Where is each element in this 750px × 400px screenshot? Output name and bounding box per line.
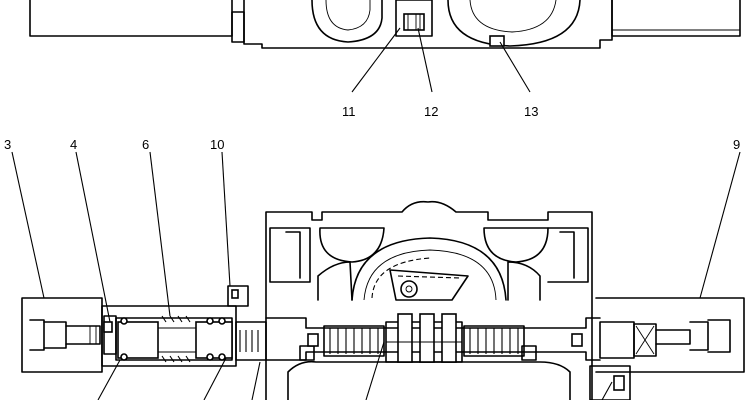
callout-4: 4 <box>70 137 77 152</box>
top-valve-view: 11 12 13 <box>29 0 741 119</box>
callout-11: 11 <box>342 104 356 119</box>
bottom-valve-section: 3 4 6 10 9 <box>4 137 745 400</box>
callout-3: 3 <box>4 137 11 152</box>
callout-12: 12 <box>424 104 438 119</box>
callout-6: 6 <box>142 137 149 152</box>
callout-13: 13 <box>524 104 538 119</box>
callout-10: 10 <box>210 137 224 152</box>
callout-9: 9 <box>733 137 740 152</box>
